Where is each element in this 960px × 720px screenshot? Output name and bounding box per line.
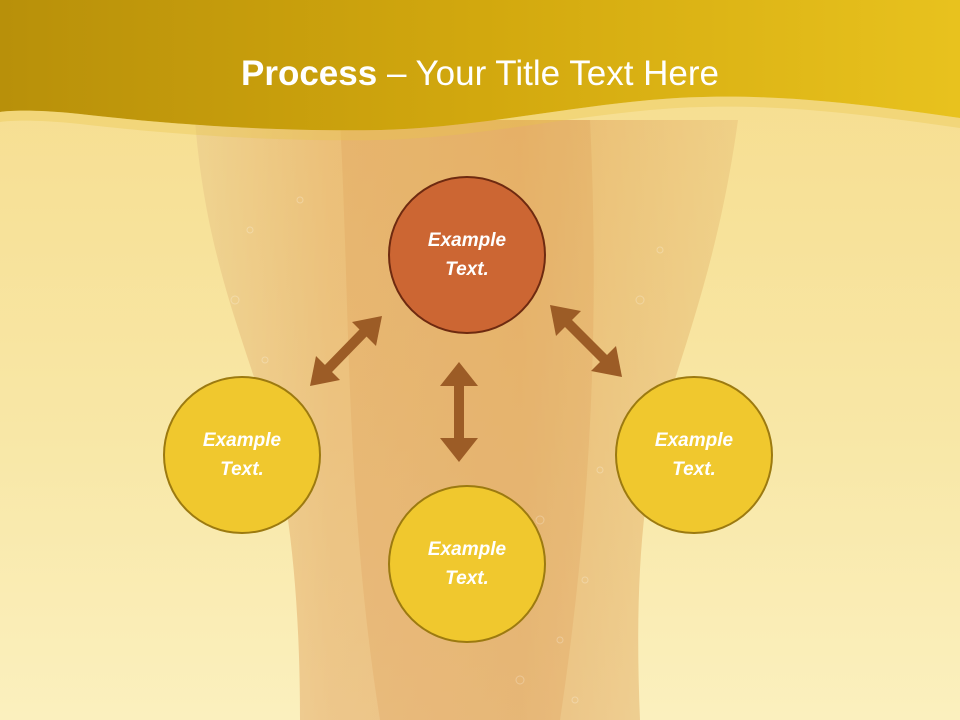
node-bottom-text: Example Text.	[427, 539, 507, 589]
slide-title: Process – Your Title Text Here	[0, 52, 960, 96]
node-top: Example Text.	[388, 176, 546, 334]
node-left-text: Example Text.	[202, 430, 282, 480]
title-bold: Process	[241, 54, 378, 93]
node-top-text: Example Text.	[427, 230, 507, 280]
arrow-vertical	[440, 362, 478, 462]
node-right: Example Text.	[615, 376, 773, 534]
arrow-top-right	[550, 305, 622, 377]
node-bottom: Example Text.	[388, 485, 546, 643]
arrow-top-left	[310, 316, 382, 386]
node-right-text: Example Text.	[654, 430, 734, 480]
title-rest: – Your Title Text Here	[377, 54, 719, 93]
node-left: Example Text.	[163, 376, 321, 534]
glass-silhouette	[195, 120, 738, 720]
title-banner	[0, 0, 960, 131]
